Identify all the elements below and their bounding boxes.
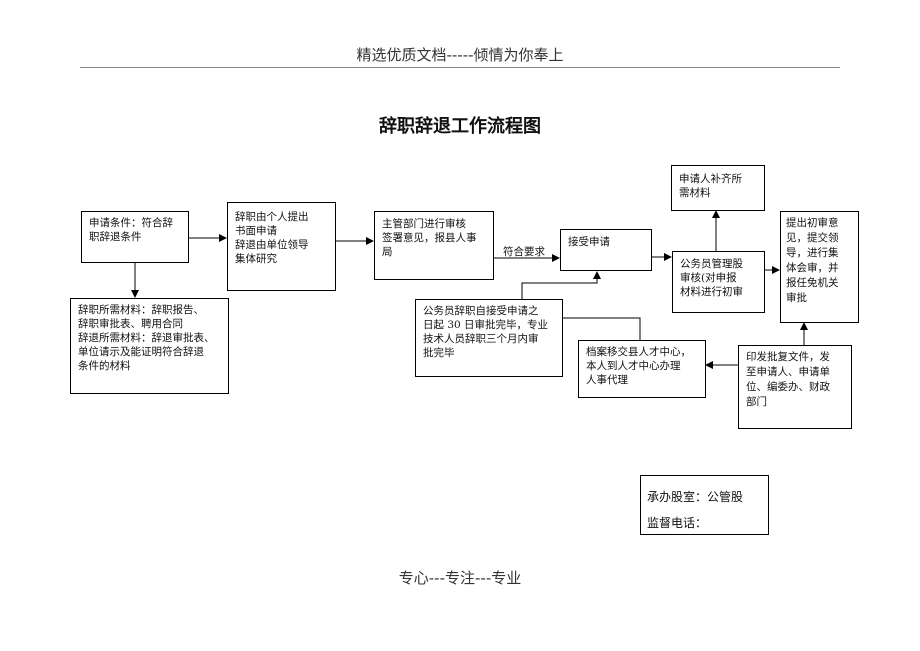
connector-timing-to-archive — [563, 317, 641, 340]
diagram-title: 辞职辞退工作流程图 — [379, 116, 541, 137]
supervision-phone: 监督电话： — [647, 516, 708, 530]
box-issue-documents: 印发批复文件，发 至申请人、申请单 位、编委办、财政 部门 — [738, 345, 852, 429]
box-submit-application: 辞职由个人提出 书面申请 辞退由单位领导 集体研究 — [227, 202, 336, 291]
responsible-office: 承办股室：公管股 — [647, 490, 744, 504]
connector-timing-to-accept — [521, 271, 601, 299]
box-initial-review: 公务员管理股 审核(对申报 材料进行初审 — [672, 251, 765, 313]
page-footer: 专心---专注---专业 — [398, 569, 522, 587]
box-department-review: 主管部门进行审核 签署意见，报县人事 局 — [374, 211, 494, 280]
box-required-materials: 辞职所需材料：辞职报告、 辞职审批表、聘用合同 辞退所需材料：辞退审批表、 单位… — [70, 298, 229, 394]
header-divider — [80, 67, 840, 68]
box-supplement-materials: 申请人补齐所 需材料 — [671, 165, 765, 211]
contact-info-box: 承办股室：公管股 监督电话： — [640, 475, 769, 535]
box-application-conditions: 申请条件：符合辞 职辞退条件 — [81, 211, 189, 263]
box-archive-transfer: 档案移交县人才中心， 本人到人才中心办理 人事代理 — [578, 340, 706, 398]
page-header: 精选优质文档-----倾情为你奉上 — [356, 46, 564, 64]
box-initial-opinion: 提出初审意 见，提交领 导，进行集 体会审，并 报任免机关 审批 — [780, 211, 859, 323]
box-approval-timeframe: 公务员辞职自接受申请之 日起 30 日审批完毕，专业 技术人员辞职三个月内审 批… — [415, 299, 563, 377]
edge-label-meets-requirements: 符合要求 — [503, 246, 545, 258]
box-accept-application: 接受申请 — [560, 229, 652, 271]
